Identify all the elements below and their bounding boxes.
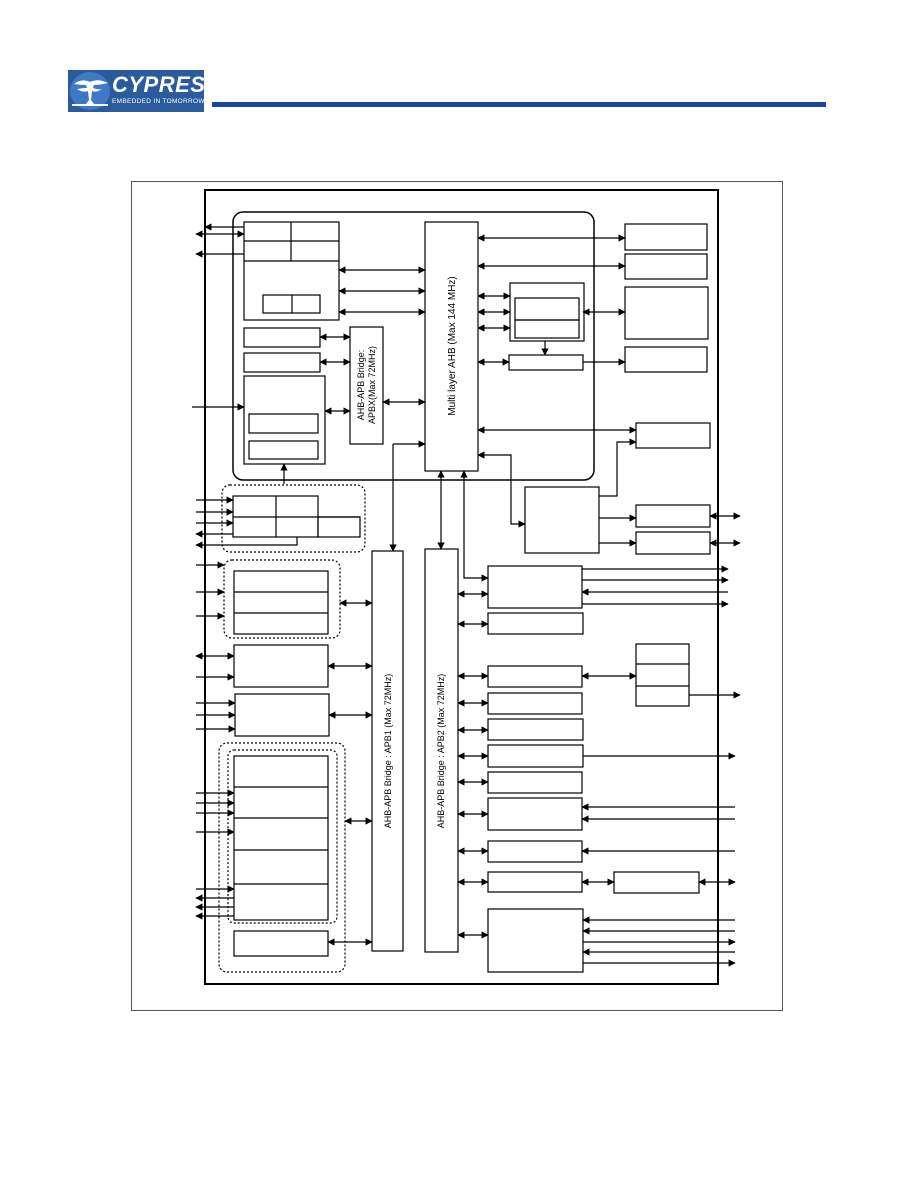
dma-sub-1 <box>514 297 580 321</box>
ahb-matrix <box>424 221 479 472</box>
right-block-7 <box>635 531 711 555</box>
right-stack <box>635 643 690 707</box>
signal-arrows <box>192 223 741 967</box>
right-block-2 <box>624 253 708 280</box>
apb1-bridge <box>371 550 404 952</box>
group2-block <box>233 570 329 635</box>
apb2-block-2 <box>487 612 584 635</box>
block-a <box>243 327 321 348</box>
right-block-6 <box>635 504 711 528</box>
block-c-sub1 <box>248 413 319 434</box>
dashed-group-3-inner <box>227 749 338 924</box>
ahb-matrix-label: Multi layer AHB (Max 144 MHz) <box>447 276 458 415</box>
chip-outline <box>204 189 719 985</box>
apb2-block-8 <box>487 797 583 831</box>
apb2-block-9 <box>487 840 583 863</box>
dashed-group-3-outer <box>218 742 346 973</box>
apb1-label: AHB-APB Bridge : APB1 (Max 72MHz) <box>383 674 393 829</box>
group1-extra <box>317 516 361 538</box>
logo-tagline: EMBEDDED IN TOMORROW <box>112 98 204 105</box>
apb2-block-11 <box>487 908 584 973</box>
apbx-label-line2: APBX(Max 72MHz) <box>367 346 377 424</box>
timer-stack <box>233 755 329 921</box>
dashed-group-1 <box>221 484 366 553</box>
apb2-block-10 <box>487 871 583 893</box>
right-block-1 <box>624 223 708 251</box>
dma-sub-2 <box>514 319 580 339</box>
apb2-block-6 <box>487 744 584 768</box>
apb2-block-3 <box>487 665 583 688</box>
right-block-3 <box>624 286 709 340</box>
block-b <box>243 352 321 373</box>
mid-right-block <box>524 486 600 554</box>
core-domain-box <box>232 211 595 481</box>
block-c-sub2 <box>248 440 319 460</box>
left-block-3 <box>233 930 329 957</box>
right-block-8 <box>613 871 700 894</box>
apb2-block-7 <box>487 771 583 794</box>
right-block-5 <box>635 422 711 449</box>
apb2-label: AHB-APB Bridge : APB2 (Max 72MHz) <box>436 674 446 829</box>
cypress-logo: CYPRESS EMBEDDED IN TOMORROW <box>68 70 204 112</box>
block-c <box>243 375 326 465</box>
dma-group <box>509 282 585 342</box>
apbx-bridge <box>349 326 384 445</box>
left-block-2 <box>234 693 330 737</box>
header-rule <box>212 102 826 107</box>
apb2-block-5 <box>487 718 584 741</box>
block-diagram-frame <box>131 181 783 1011</box>
dashed-group-2 <box>223 559 341 639</box>
logo-wordmark: CYPRESS <box>112 72 204 97</box>
right-block-4 <box>624 346 708 373</box>
apbx-label-line1: AHB-APB Bridge: <box>356 350 366 421</box>
tree-icon <box>70 72 110 110</box>
left-block-1 <box>233 644 329 688</box>
dma-sub-3 <box>508 354 584 371</box>
apb2-block-1 <box>487 565 583 609</box>
apb2-block-4 <box>487 692 583 715</box>
